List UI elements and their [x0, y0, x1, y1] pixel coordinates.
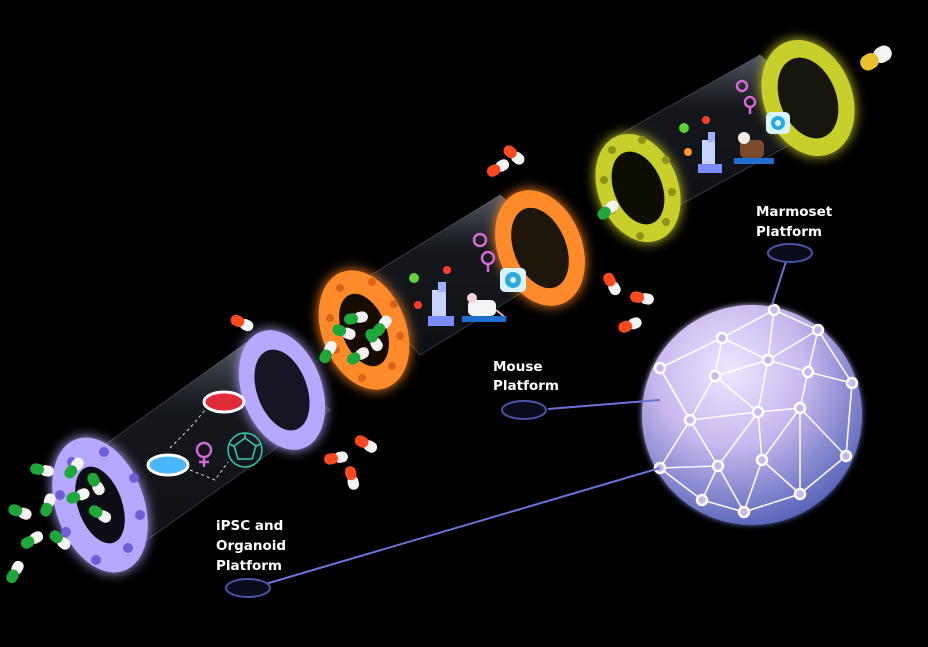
ipsc-back-ring — [238, 330, 326, 450]
capsule-icon — [344, 311, 368, 325]
capsule-icon — [30, 463, 54, 477]
svg-text:Platform: Platform — [493, 378, 559, 394]
virus-icon — [409, 266, 451, 309]
petri-dish-icon — [202, 390, 246, 414]
capsule-icon — [64, 457, 84, 479]
mouse-animal-icon — [462, 293, 507, 322]
mouse-back-ring — [495, 190, 585, 306]
capsule-icon — [354, 435, 378, 453]
network-connectors — [261, 254, 789, 586]
capsule-icon — [324, 451, 348, 465]
svg-text:Organoid: Organoid — [216, 538, 286, 554]
petri-dish-icon — [146, 453, 190, 477]
capsule-icon — [319, 340, 337, 364]
capsule-icon — [66, 488, 90, 504]
capsule-icon — [346, 347, 370, 365]
capsule-icon — [20, 531, 44, 549]
capsule-icon — [332, 324, 356, 340]
marmoset-tube — [595, 39, 855, 243]
capsule-icon — [603, 272, 621, 296]
capsule-icon — [630, 291, 654, 305]
capsule-icon — [860, 45, 892, 71]
gender-icon — [472, 232, 496, 272]
fullerene-icon — [227, 432, 263, 468]
svg-text:Platform: Platform — [216, 558, 282, 574]
svg-text:iPSC and: iPSC and — [216, 518, 283, 534]
mouse-platform-label: Mouse Platform — [493, 359, 559, 394]
capsule-icon — [8, 504, 32, 520]
microscope-icon — [698, 132, 722, 173]
microscope-icon — [428, 282, 454, 326]
marmoset-animal-icon — [734, 132, 774, 164]
gender-icon — [195, 441, 213, 467]
svg-text:Platform: Platform — [756, 224, 822, 240]
network-globe-icon — [642, 303, 862, 525]
label-anchors — [225, 243, 813, 598]
imaging-scanner-icon — [766, 112, 790, 134]
gender-icon — [735, 79, 757, 114]
capsule-icon — [503, 145, 525, 165]
capsule-icon — [597, 200, 619, 220]
virus-icon — [679, 116, 710, 156]
marmoset-platform-label: Marmoset Platform — [756, 204, 833, 240]
capsule-icon — [87, 472, 105, 496]
ipsc-tube — [52, 330, 331, 573]
svg-text:Mouse: Mouse — [493, 359, 543, 375]
imaging-scanner-icon — [500, 268, 526, 292]
capsule-icon — [486, 159, 510, 177]
capsule-icon — [6, 45, 892, 584]
capsule-icon — [6, 560, 24, 584]
marmoset-front-ring — [595, 133, 681, 243]
capsule-icon — [618, 317, 642, 333]
ipsc-platform-label: iPSC and Organoid Platform — [216, 518, 286, 574]
mouse-tube — [318, 190, 585, 390]
capsule-icon — [88, 505, 112, 523]
capsule-icon — [372, 315, 392, 337]
capsule-icon — [230, 314, 254, 332]
capsule-icon — [344, 466, 360, 490]
capsule-icon — [49, 530, 71, 550]
svg-text:Marmoset: Marmoset — [756, 204, 833, 220]
capsule-icon — [40, 493, 56, 517]
